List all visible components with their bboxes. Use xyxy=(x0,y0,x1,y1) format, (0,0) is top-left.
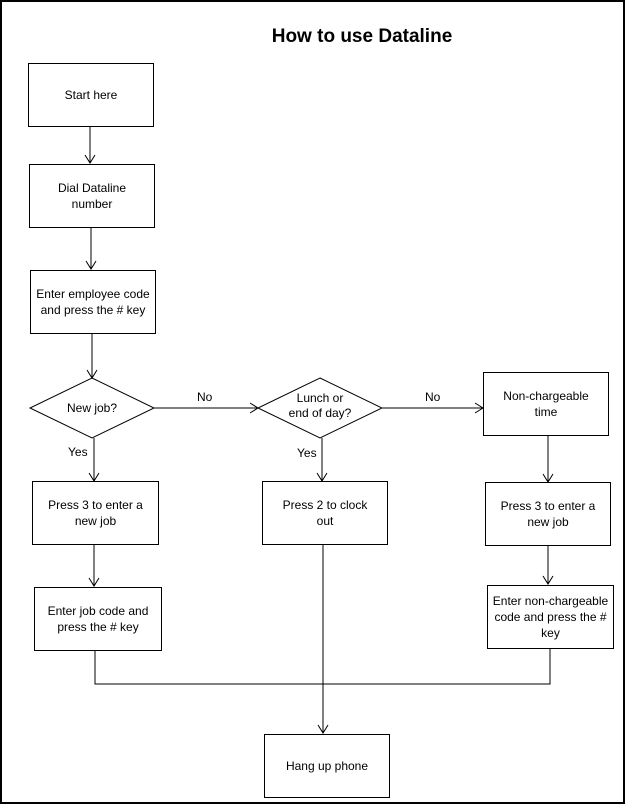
non-chargeable-label: Non-chargeable time xyxy=(503,389,589,419)
non-chargeable-box: Non-chargeable time xyxy=(483,372,609,436)
enter-nc-code-box: Enter non-chargeable code and press the … xyxy=(487,585,614,649)
enter-job-code-label: Enter job code and press the # key xyxy=(47,604,149,634)
diagram-title: How to use Dataline xyxy=(271,26,453,47)
merge-line xyxy=(94,648,551,685)
new-job-decision: New job? xyxy=(40,398,144,418)
press3-right-label: Press 3 to enter a new job xyxy=(500,499,596,529)
edge-label-yes-2: Yes xyxy=(297,446,317,460)
dial-label: Dial Dataline number xyxy=(57,181,127,211)
press3-left-box: Press 3 to enter a new job xyxy=(32,481,159,545)
lunch-decision-shape xyxy=(256,377,384,439)
hang-up-box: Hang up phone xyxy=(264,734,390,798)
enter-code-label: Enter employee code and press the # key xyxy=(36,287,150,317)
edge-label-yes-1: Yes xyxy=(68,445,88,459)
press3-right-box: Press 3 to enter a new job xyxy=(485,482,611,546)
enter-nc-code-label: Enter non-chargeable code and press the … xyxy=(492,594,609,640)
edge-label-no-1: No xyxy=(197,390,213,404)
press2-box: Press 2 to clock out xyxy=(262,481,388,545)
lunch-label: Lunch or end of day? xyxy=(288,391,352,420)
enter-job-code-box: Enter job code and press the # key xyxy=(34,587,162,651)
lunch-decision: Lunch or end of day? xyxy=(272,389,368,423)
press3-left-label: Press 3 to enter a new job xyxy=(48,498,143,528)
start-box: Start here xyxy=(28,63,154,127)
hang-up-label: Hang up phone xyxy=(285,759,369,773)
dial-box: Dial Dataline number xyxy=(29,164,155,228)
edge-label-no-2: No xyxy=(425,390,441,404)
new-job-label: New job? xyxy=(66,400,118,415)
start-label: Start here xyxy=(64,88,118,102)
new-job-decision-shape xyxy=(28,377,156,439)
press2-label: Press 2 to clock out xyxy=(282,498,368,528)
enter-code-box: Enter employee code and press the # key xyxy=(30,270,156,334)
